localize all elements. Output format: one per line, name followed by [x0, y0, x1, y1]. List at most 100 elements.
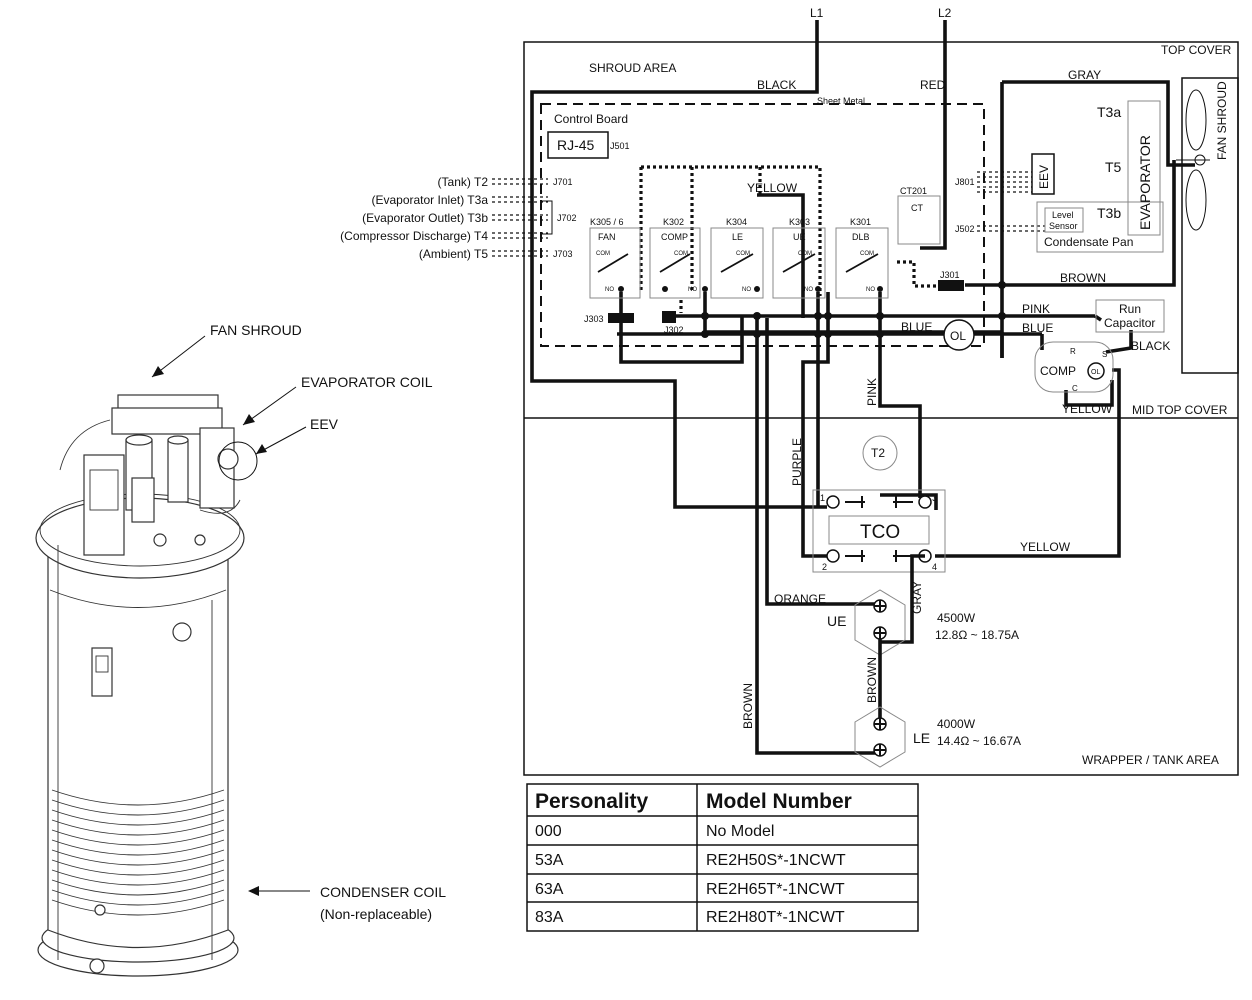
- evaporator-label: EVAPORATOR: [1137, 135, 1153, 230]
- comp-ol-circle: [1087, 362, 1105, 380]
- sensor-t3b-label: (Evaporator Outlet) T3b: [362, 211, 488, 225]
- relay-output-wires: [617, 193, 1095, 755]
- rj45-label: RJ-45: [557, 137, 595, 153]
- tco-label: TCO: [860, 522, 900, 543]
- tco-term-4: 4: [932, 562, 937, 572]
- callout-fan-shroud: [151, 335, 206, 378]
- relay-4-no: NO: [804, 287, 813, 293]
- table-row-4-personality: 83A: [535, 909, 564, 926]
- callout-eev: [218, 426, 307, 481]
- callout-condenser-coil: [248, 886, 310, 896]
- evaporator-box: [1127, 100, 1161, 236]
- control-board-title: Control Board: [554, 112, 628, 126]
- j302-label: J302: [664, 325, 684, 335]
- brown-le-wire-label: BROWN: [741, 683, 755, 729]
- relay-1-name: FAN: [598, 232, 616, 242]
- pink-vertical-label: PINK: [865, 378, 879, 406]
- relay-3-no: NO: [742, 287, 751, 293]
- run-capacitor-text-2: Capacitor: [1104, 316, 1155, 330]
- relay-1-no: NO: [605, 287, 614, 293]
- sensor-t3a-label: (Evaporator Inlet) T3a: [371, 193, 488, 207]
- tco-term-1: 1: [820, 493, 825, 503]
- condenser-coil-lines: [51, 789, 225, 916]
- blue-wire-label-1: BLUE: [901, 320, 932, 334]
- j303-connector: [608, 313, 634, 323]
- level-sensor-text-2: Sensor: [1049, 221, 1078, 231]
- condensate-pan-label: Condensate Pan: [1044, 235, 1133, 249]
- wire-l1-black: [530, 20, 827, 509]
- j703-label: J703: [553, 249, 573, 259]
- relay-ue-box: [772, 227, 826, 299]
- j801-label: J801: [955, 177, 975, 187]
- relay-2-com: COM: [674, 251, 688, 257]
- comp-label: COMP: [1040, 364, 1076, 378]
- overload-protector: [943, 319, 975, 351]
- sheet-metal-label: Sheet Metal: [817, 96, 865, 106]
- le-label: LE: [913, 730, 930, 746]
- tco-output-wires: [880, 554, 925, 644]
- table-header-personality: Personality: [535, 790, 649, 813]
- table-row-2-model: RE2H50S*-1NCWT: [706, 852, 846, 869]
- gray-wire-label: GRAY: [1068, 68, 1101, 82]
- table-header-model: Model Number: [706, 790, 852, 813]
- tco-term-2: 2: [822, 562, 827, 572]
- condensate-pan-box: [1036, 201, 1164, 253]
- ue-watts: 4500W: [937, 611, 976, 625]
- comp-c-label: C: [1072, 384, 1078, 393]
- relay-5-com: COM: [860, 251, 874, 257]
- relay-1-com: COM: [596, 251, 610, 257]
- ct201-box: [897, 195, 941, 245]
- callout-evaporator-coil-text: EVAPORATOR COIL: [301, 374, 433, 390]
- rj45-port[interactable]: [547, 131, 609, 159]
- callout-condenser-note-text: (Non-replaceable): [320, 906, 432, 922]
- junction-dots: [618, 281, 1006, 338]
- fan-icon: [1176, 89, 1210, 231]
- relay-le-box: [710, 227, 764, 299]
- j301-label: J301: [940, 270, 960, 280]
- sensor-connector-leads: [492, 178, 553, 257]
- callout-evaporator-coil: [242, 386, 297, 426]
- comp-r-label: R: [1070, 347, 1076, 356]
- yellow-relay-wire-label: YELLOW: [747, 181, 798, 195]
- level-sensor-text-1: Level: [1052, 210, 1074, 220]
- table-row-2-personality: 53A: [535, 852, 564, 869]
- j801-leads: [977, 171, 1032, 193]
- yellow-comp-wire-label: YELLOW: [1062, 402, 1113, 416]
- j302-connector: [662, 311, 676, 323]
- eev-box: [1031, 153, 1055, 195]
- shroud-area-label: SHROUD AREA: [589, 61, 676, 75]
- fan-shroud-side-label: FAN SHROUD: [1215, 81, 1229, 160]
- mid-top-cover-label: MID TOP COVER: [1132, 403, 1228, 417]
- pink-wire-label: PINK: [1022, 302, 1050, 316]
- purple-wire-label: PURPLE: [790, 438, 804, 486]
- comp-s-label: S: [1102, 350, 1107, 359]
- j502-leads: [977, 225, 1045, 232]
- brown-fan-wire-label: BROWN: [1060, 271, 1106, 285]
- le-spec: 14.4Ω ~ 16.67A: [937, 734, 1021, 748]
- sensor-t4-label: (Compressor Discharge) T4: [340, 229, 488, 243]
- top-cover-label: TOP COVER: [1161, 43, 1232, 57]
- black-wire-label: BLACK: [757, 78, 796, 92]
- run-capacitor-box: [1095, 299, 1165, 333]
- relay-3-name: LE: [732, 232, 743, 242]
- t3b-label: T3b: [1097, 205, 1121, 221]
- sensor-t2-label: (Tank) T2: [438, 175, 489, 189]
- t2-label: T2: [871, 446, 885, 460]
- relay-3-id: K304: [726, 217, 747, 227]
- yellow-tco-wire-label: YELLOW: [1020, 540, 1071, 554]
- ct-label: CT: [911, 203, 923, 213]
- table-row-4-model: RE2H80T*-1NCWT: [706, 909, 845, 926]
- blue-wire-label-2: BLUE: [1022, 321, 1053, 335]
- eev-label: EEV: [1037, 165, 1051, 189]
- ue-terminals: [873, 599, 887, 722]
- j701-label: J701: [553, 177, 573, 187]
- callout-condenser-coil-text: CONDENSER COIL: [320, 884, 446, 900]
- l2-label: L2: [938, 6, 952, 20]
- relay-5-id: K301: [850, 217, 871, 227]
- t2-sensor-circle: [862, 435, 898, 471]
- brown-element-wire-label: BROWN: [865, 657, 879, 703]
- callout-fan-shroud-text: FAN SHROUD: [210, 322, 302, 338]
- compressor-wires: [880, 314, 1133, 558]
- personality-table: [526, 783, 919, 932]
- relay-2-id: K302: [663, 217, 684, 227]
